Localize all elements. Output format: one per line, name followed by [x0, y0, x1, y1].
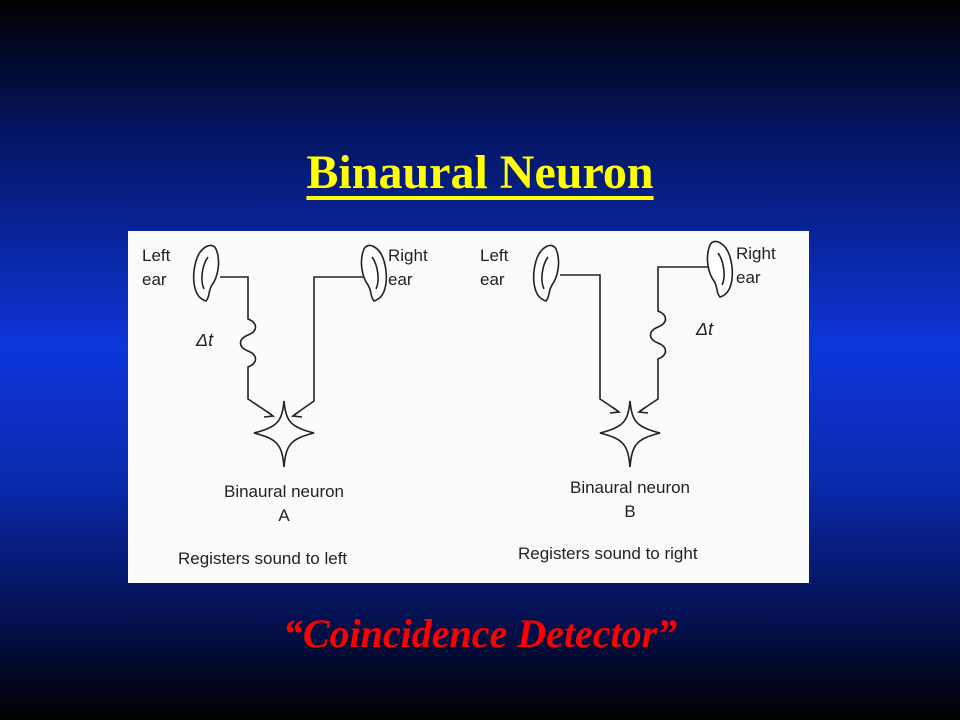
left-ear-label-line1: Left: [142, 246, 171, 265]
right-ear-path: [293, 276, 364, 416]
left-ear-path: [560, 274, 619, 412]
binaural-diagram: Left ear Right ear Δt Binaural neuron A: [128, 231, 809, 583]
neuron-label-b: Binaural neuron: [570, 478, 690, 497]
panel-a: Left ear Right ear Δt Binaural neuron A: [142, 244, 428, 568]
binaural-neuron-a-icon: [253, 400, 315, 468]
left-ear-icon: [192, 244, 220, 302]
right-ear-label-line1: Right: [736, 244, 776, 263]
left-ear-icon: [532, 244, 560, 302]
right-ear-label-line2: ear: [388, 270, 413, 289]
neuron-letter-a: A: [278, 506, 290, 525]
diagram-svg: Left ear Right ear Δt Binaural neuron A: [142, 240, 776, 568]
slide-title: Binaural Neuron: [306, 146, 654, 199]
slide-subtitle: “Coincidence Detector”: [282, 611, 678, 656]
left-ear-label-line1: Left: [480, 246, 509, 265]
binaural-neuron-b-icon: [599, 400, 661, 468]
delay-label: Δt: [195, 330, 214, 350]
right-ear-label-line2: ear: [736, 268, 761, 287]
right-ear-delay-path: [639, 266, 708, 412]
left-ear-label-line2: ear: [480, 270, 505, 289]
right-ear-icon: [360, 244, 388, 302]
panel-b: Left ear Right ear Δt Binaural neuron B: [480, 240, 776, 563]
caption-b: Registers sound to right: [518, 544, 698, 563]
left-ear-label-line2: ear: [142, 270, 167, 289]
neuron-label-a: Binaural neuron: [224, 482, 344, 501]
caption-a: Registers sound to left: [178, 549, 347, 568]
right-ear-icon: [706, 240, 734, 298]
neuron-letter-b: B: [624, 502, 635, 521]
delay-label: Δt: [695, 319, 714, 339]
right-ear-label-line1: Right: [388, 246, 428, 265]
left-ear-delay-path: [220, 276, 273, 416]
